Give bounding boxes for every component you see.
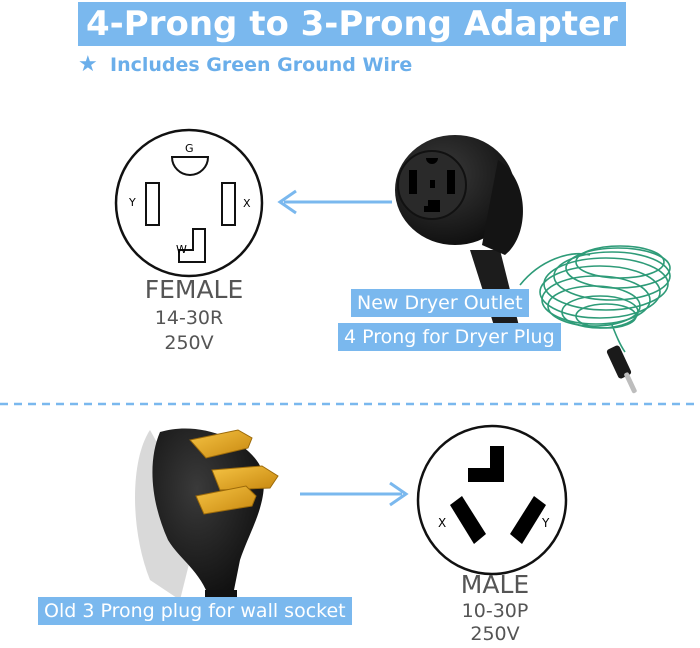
female-receptacle-diagram (114, 128, 264, 278)
male-pin-x: X (438, 516, 447, 530)
male-pin-w: W (471, 448, 485, 462)
arrow-right-icon (300, 481, 409, 507)
male-label: MALE (460, 570, 530, 599)
star-icon: ★ (78, 52, 98, 77)
female-pin-g: G (185, 142, 194, 155)
female-pin-w: W (176, 243, 187, 256)
arrow-left-icon (277, 189, 392, 215)
female-voltage: 250V (164, 332, 214, 354)
male-pin-y: Y (542, 516, 550, 530)
page-title: 4-Prong to 3-Prong Adapter (78, 2, 626, 46)
female-model: 14-30R (154, 307, 224, 329)
female-pin-y: Y (129, 196, 136, 209)
ground-wire-coil (519, 245, 671, 353)
outlet-tag-description: 4 Prong for Dryer Plug (338, 323, 561, 351)
outlet-tag-name: New Dryer Outlet (351, 289, 529, 317)
subtitle: Includes Green Ground Wire (110, 54, 413, 76)
male-voltage: 250V (470, 623, 520, 645)
female-pin-x: X (243, 197, 251, 210)
male-model: 10-30P (461, 600, 529, 622)
male-receptacle-diagram (416, 424, 568, 576)
three-prong-plug (135, 428, 279, 620)
plug-tag: Old 3 Prong plug for wall socket (38, 597, 352, 625)
female-label: FEMALE (144, 275, 244, 304)
ground-terminal (606, 345, 637, 394)
